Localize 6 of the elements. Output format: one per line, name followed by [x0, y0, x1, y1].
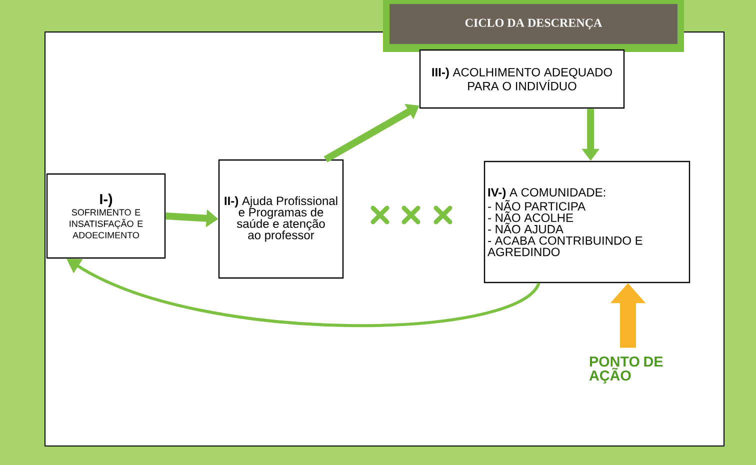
process-box: III-) ACOLHIMENTO ADEQUADO PARA O INDIVÍDUO: [419, 49, 625, 109]
title-banner: CICLO DA DESCRENÇA: [383, 0, 684, 52]
process-box: I-) SOFRIMENTO E INSATISFAÇÃO E ADOECIMENTO: [46, 173, 166, 259]
process-box: II-) Ajuda Profissional e Programas de saúde e atenção ao professor: [218, 159, 344, 279]
action-label: PONTO DE AÇÃO: [589, 356, 663, 384]
process-box: IV-) A COMUNIDADE: - NÃO PARTICIPA - NÃO ACOLHE - NÃO AJUDA - ACABA CONTRIBUINDO E AGREDINDO: [484, 160, 690, 284]
